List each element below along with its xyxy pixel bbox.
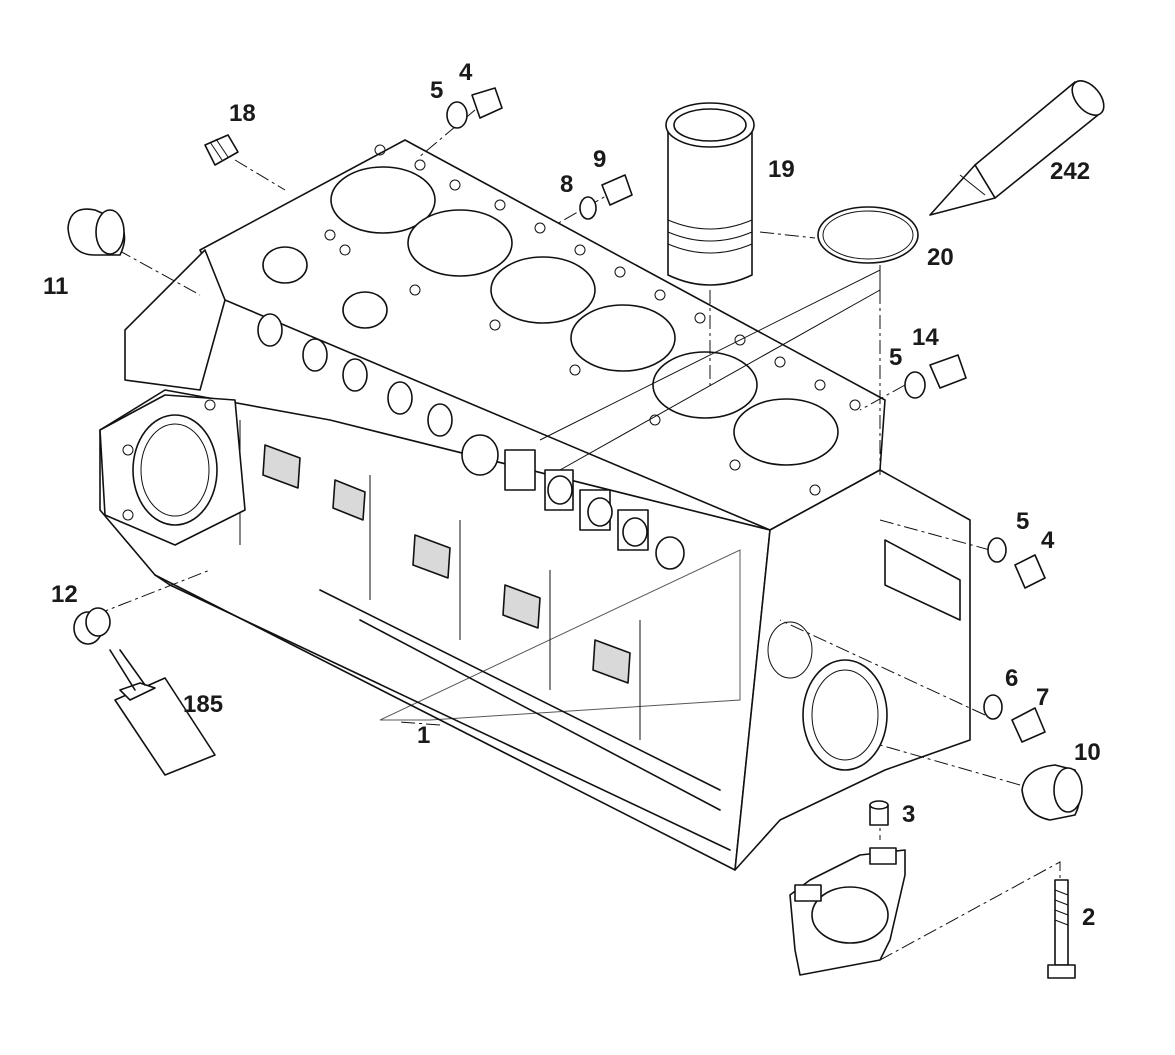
callout-5-right: 5: [1016, 508, 1030, 535]
plug-7: [983, 694, 1046, 743]
dowel-3: [869, 800, 889, 826]
bearing-cap-bolt: [1047, 879, 1076, 979]
plug-4-top: [446, 87, 503, 129]
callout-6: 6: [1005, 665, 1019, 692]
callout-10: 10: [1074, 739, 1101, 766]
cylinder-block: [99, 139, 971, 871]
callout-4-right: 4: [1041, 527, 1055, 554]
callout-5-top: 5: [430, 77, 444, 104]
callout-12: 12: [51, 581, 78, 608]
bushing-12: [73, 607, 111, 645]
callout-7: 7: [1036, 684, 1050, 711]
sealant-bottle-185: [109, 649, 216, 776]
o-ring: [817, 206, 919, 264]
callout-242: 242: [1050, 158, 1091, 185]
bushing-10: [1021, 764, 1083, 821]
callout-9: 9: [593, 146, 607, 173]
sealant-tube-242: [929, 80, 1105, 216]
plug-18: [204, 134, 239, 166]
callout-11: 11: [43, 273, 69, 300]
deck-holes: [324, 144, 861, 496]
callout-19: 19: [768, 156, 795, 183]
callout-18: 18: [229, 100, 256, 127]
plug-14: [904, 354, 967, 399]
side-ports: [257, 246, 685, 570]
main-bearing-cap: [789, 847, 906, 976]
plug-9: [579, 174, 633, 220]
cylinder-liner: [665, 102, 755, 286]
cylinder-bores: [330, 166, 839, 466]
bushing-11: [67, 208, 126, 256]
callout-185: 185: [183, 691, 224, 718]
plug-4-right: [987, 537, 1046, 589]
callout-1: 1: [417, 722, 431, 749]
callout-4-top: 4: [459, 59, 473, 86]
crankcase-windows: [262, 444, 631, 684]
callout-5-mid: 5: [889, 344, 903, 371]
callout-14: 14: [912, 324, 939, 351]
callout-20: 20: [927, 244, 954, 271]
front-flange: [99, 394, 246, 546]
rear-crank-bore: [767, 621, 888, 771]
callout-2: 2: [1082, 904, 1096, 931]
callout-3: 3: [902, 801, 916, 828]
callout-8: 8: [560, 171, 574, 198]
